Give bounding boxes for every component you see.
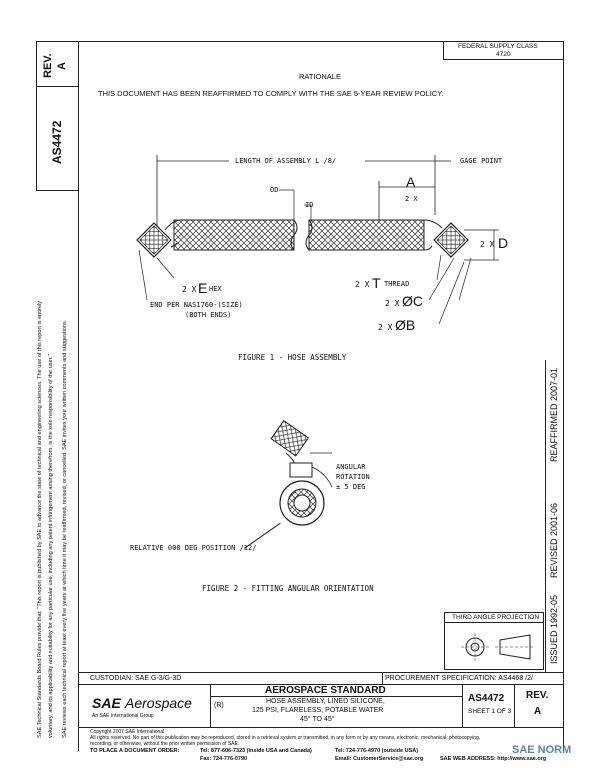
dia-b-label: ØB	[395, 317, 416, 333]
title-block-vdiv-2	[462, 684, 463, 727]
angular-rotation-3: ± 5 DEG	[336, 483, 366, 491]
frame-left-border	[78, 41, 79, 751]
hex-qty: 2 X	[182, 285, 197, 294]
revision-mark-r: (R)	[214, 702, 224, 709]
dia-c-label: ØC	[402, 293, 423, 309]
disclaimer-line-3: SAE reviews each technical report at lea…	[62, 319, 68, 738]
disclaimer-line-1: SAE Technical Standards Board Rules prov…	[37, 300, 43, 738]
end-note-2: (BOTH ENDS)	[185, 311, 232, 319]
revised-date: REVISED 2001-06	[549, 502, 559, 578]
order-email: Email: CustomerService@sae.org	[335, 756, 424, 762]
order-label: TO PLACE A DOCUMENT ORDER:	[90, 748, 180, 754]
issued-date: ISSUED 1992-05	[549, 594, 559, 664]
copyright-line: Copyright 2007 SAE International	[90, 729, 165, 735]
title-block-top	[78, 672, 564, 673]
sae-norm-watermark: SAE NORM	[512, 744, 572, 756]
sae-logo-mark: SAE	[92, 695, 121, 711]
title-block-vdiv-3	[514, 684, 515, 727]
title-block-rev-value: A	[534, 706, 542, 717]
projection-box	[444, 612, 544, 670]
title-block-row-2	[210, 696, 462, 697]
left-rev-label: REV.	[42, 53, 54, 78]
left-rev-value: A	[56, 62, 68, 70]
doc-description-1: HOSE ASSEMBLY, LINED SILICONE,	[266, 698, 385, 705]
procurement-spec-label: PROCUREMENT SPECIFICATION: AS4468 /2/	[385, 675, 533, 682]
title-block-rev-label: REV.	[526, 690, 549, 701]
dim-d-qty: 2 X	[480, 240, 495, 249]
dia-b-qty: 2 X	[378, 323, 393, 332]
projection-divider	[444, 622, 544, 623]
order-fax: Fax: 724-776-0790	[200, 756, 248, 762]
title-block-vdiv-4	[382, 672, 383, 684]
web-address: SAE WEB ADDRESS: http://www.sae.org	[440, 756, 547, 762]
reaffirmed-date: REAFFIRMED 2007-01	[549, 367, 559, 462]
federal-supply-class-value: 4720	[496, 51, 511, 58]
federal-supply-class-label: FEDERAL SUPPLY CLASS	[458, 43, 538, 50]
thread-qty: 2 X	[355, 280, 370, 289]
figure2-fitting-drawing	[270, 419, 333, 526]
left-strip-edge	[36, 41, 37, 191]
left-strip-top	[36, 41, 78, 42]
order-tel-2: Tel: 724-776-4970 (outside USA)	[335, 748, 419, 754]
angular-rotation-1: ANGULAR	[336, 463, 366, 471]
disclaimer-line-2: voluntary, and its applicability and sui…	[48, 354, 54, 738]
title-block-vdiv-1	[210, 684, 211, 727]
dim-a-qty: 2 X	[405, 195, 418, 203]
end-note-1: END PER NAS1760-(SIZE)	[150, 301, 243, 309]
od-label: OD	[270, 186, 279, 194]
custodian-label: CUSTODIAN: SAE G-3/G-3D	[90, 675, 182, 682]
left-strip-divider-2	[36, 190, 78, 191]
dia-c-qty: 2 X	[385, 299, 400, 308]
frame-top-border	[78, 41, 564, 42]
rights-line-2: recording, or otherwise, without the pri…	[90, 741, 240, 747]
order-tel: Tel: 877-606-7323 (inside USA and Canada…	[200, 748, 312, 754]
rights-line-1: All rights reserved. No part of this pub…	[90, 735, 481, 741]
sae-logo-aerospace: Aerospace	[125, 695, 192, 711]
fsc-box-bottom	[443, 59, 564, 60]
projection-label: THIRD ANGLE PROJECTION	[452, 614, 540, 621]
angular-rotation-2: ROTATION	[336, 473, 370, 481]
hex-label: HEX	[209, 285, 222, 293]
sheet-number: SHEET 1 OF 3	[468, 708, 512, 715]
dim-a-letter: A	[406, 174, 416, 190]
gage-point-label: GAGE POINT	[460, 157, 503, 165]
rationale-text: THIS DOCUMENT HAS BEEN REAFFIRMED TO COM…	[98, 89, 444, 98]
frame-right-border	[563, 41, 564, 751]
id-label: ID	[305, 201, 314, 209]
thread-letter: T	[372, 275, 381, 291]
rationale-title: RATIONALE	[299, 72, 341, 81]
figure1-hose-assembly-drawing	[136, 155, 499, 325]
right-strip-divider	[545, 360, 546, 672]
figure2-caption: FIGURE 2 - FITTING ANGULAR ORIENTATION	[202, 584, 374, 593]
doc-description-2: 125 PSI, FLARELESS, POTABLE WATER	[252, 707, 384, 714]
title-block-bottom	[78, 727, 564, 728]
dim-d-letter: D	[498, 235, 509, 251]
sae-logo-tagline: An SAE International Group	[92, 713, 154, 719]
fsc-box-left	[443, 41, 444, 59]
figure1-caption: FIGURE 1 - HOSE ASSEMBLY	[238, 353, 347, 362]
title-block-row-1	[78, 684, 564, 685]
left-strip-divider	[36, 86, 78, 87]
projection-symbol	[461, 633, 535, 661]
length-label: LENGTH OF ASSEMBLY L /8/	[235, 157, 337, 165]
aerospace-standard-title: AEROSPACE STANDARD	[265, 685, 386, 696]
doc-description-3: 45° TO 45°	[300, 716, 335, 723]
relative-position-label: RELATIVE 000 DEG POSITION /12/	[130, 544, 257, 552]
hex-letter: E	[198, 280, 208, 296]
left-doc-number: AS4472	[50, 120, 64, 164]
title-block-doc-number: AS4472	[468, 693, 505, 704]
thread-label: THREAD	[384, 280, 410, 288]
